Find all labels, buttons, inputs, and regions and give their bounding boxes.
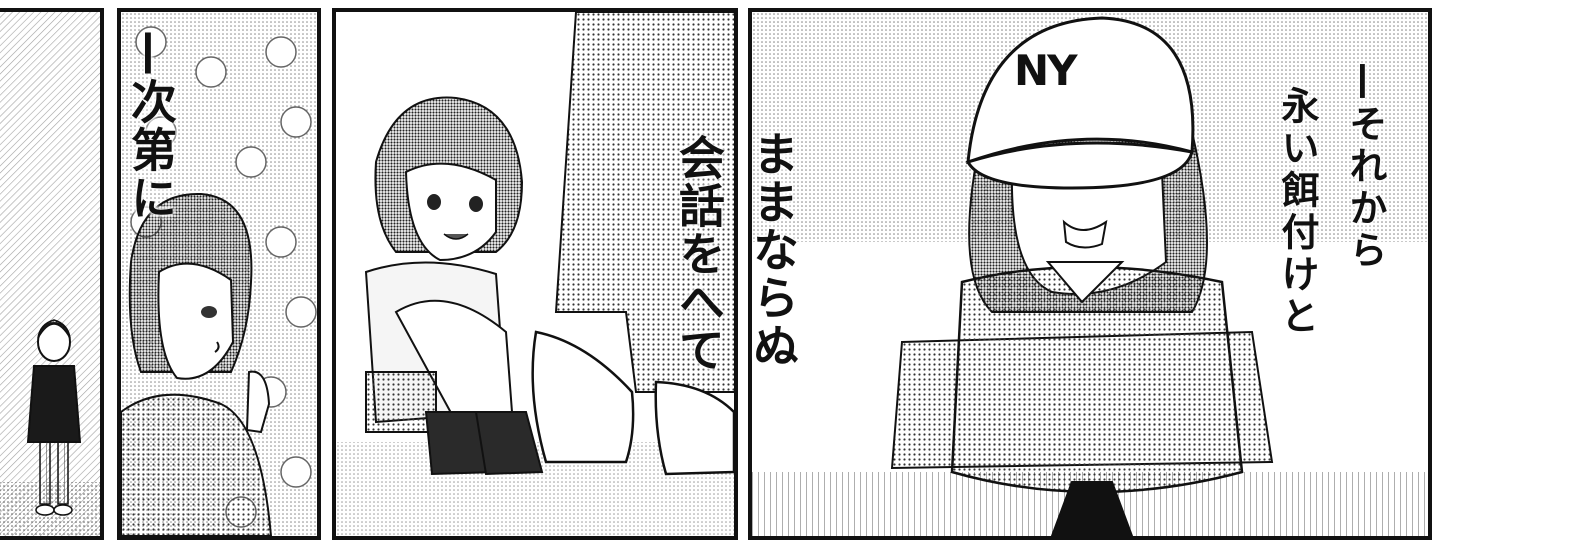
cap-logo-text: NY — [1014, 46, 1078, 95]
caption-nagai-ezuke-to: 永い餌付けと — [1275, 86, 1319, 338]
sneaker-left — [531, 330, 635, 464]
cap — [966, 16, 1195, 165]
standing-legs — [554, 12, 734, 393]
girl-portrait — [121, 192, 273, 536]
panel-4 — [748, 8, 1432, 540]
panel-1-art — [0, 12, 100, 536]
panel-3-art — [336, 12, 734, 536]
panel-1 — [0, 8, 104, 540]
caption-sorekara: —それから — [1343, 62, 1387, 272]
boot-right — [474, 411, 544, 476]
caption-kaiwa-wo-hete: 会話をへて — [672, 134, 726, 374]
caption-shidai-ni: —次第に — [124, 30, 178, 222]
sweater — [950, 265, 1244, 494]
panel-4-art — [752, 12, 1428, 536]
caption-mamanaranu: ままならぬ — [746, 130, 800, 370]
panel-2-art — [121, 12, 317, 536]
cap-brim — [965, 141, 1194, 190]
panel-2 — [117, 8, 321, 540]
sitting-girl — [364, 96, 544, 476]
girl-in-cap — [950, 16, 1244, 536]
sneaker-right — [654, 380, 734, 476]
panel-3 — [332, 8, 738, 540]
collar — [1045, 261, 1125, 304]
distant-girl-figure — [26, 319, 82, 516]
